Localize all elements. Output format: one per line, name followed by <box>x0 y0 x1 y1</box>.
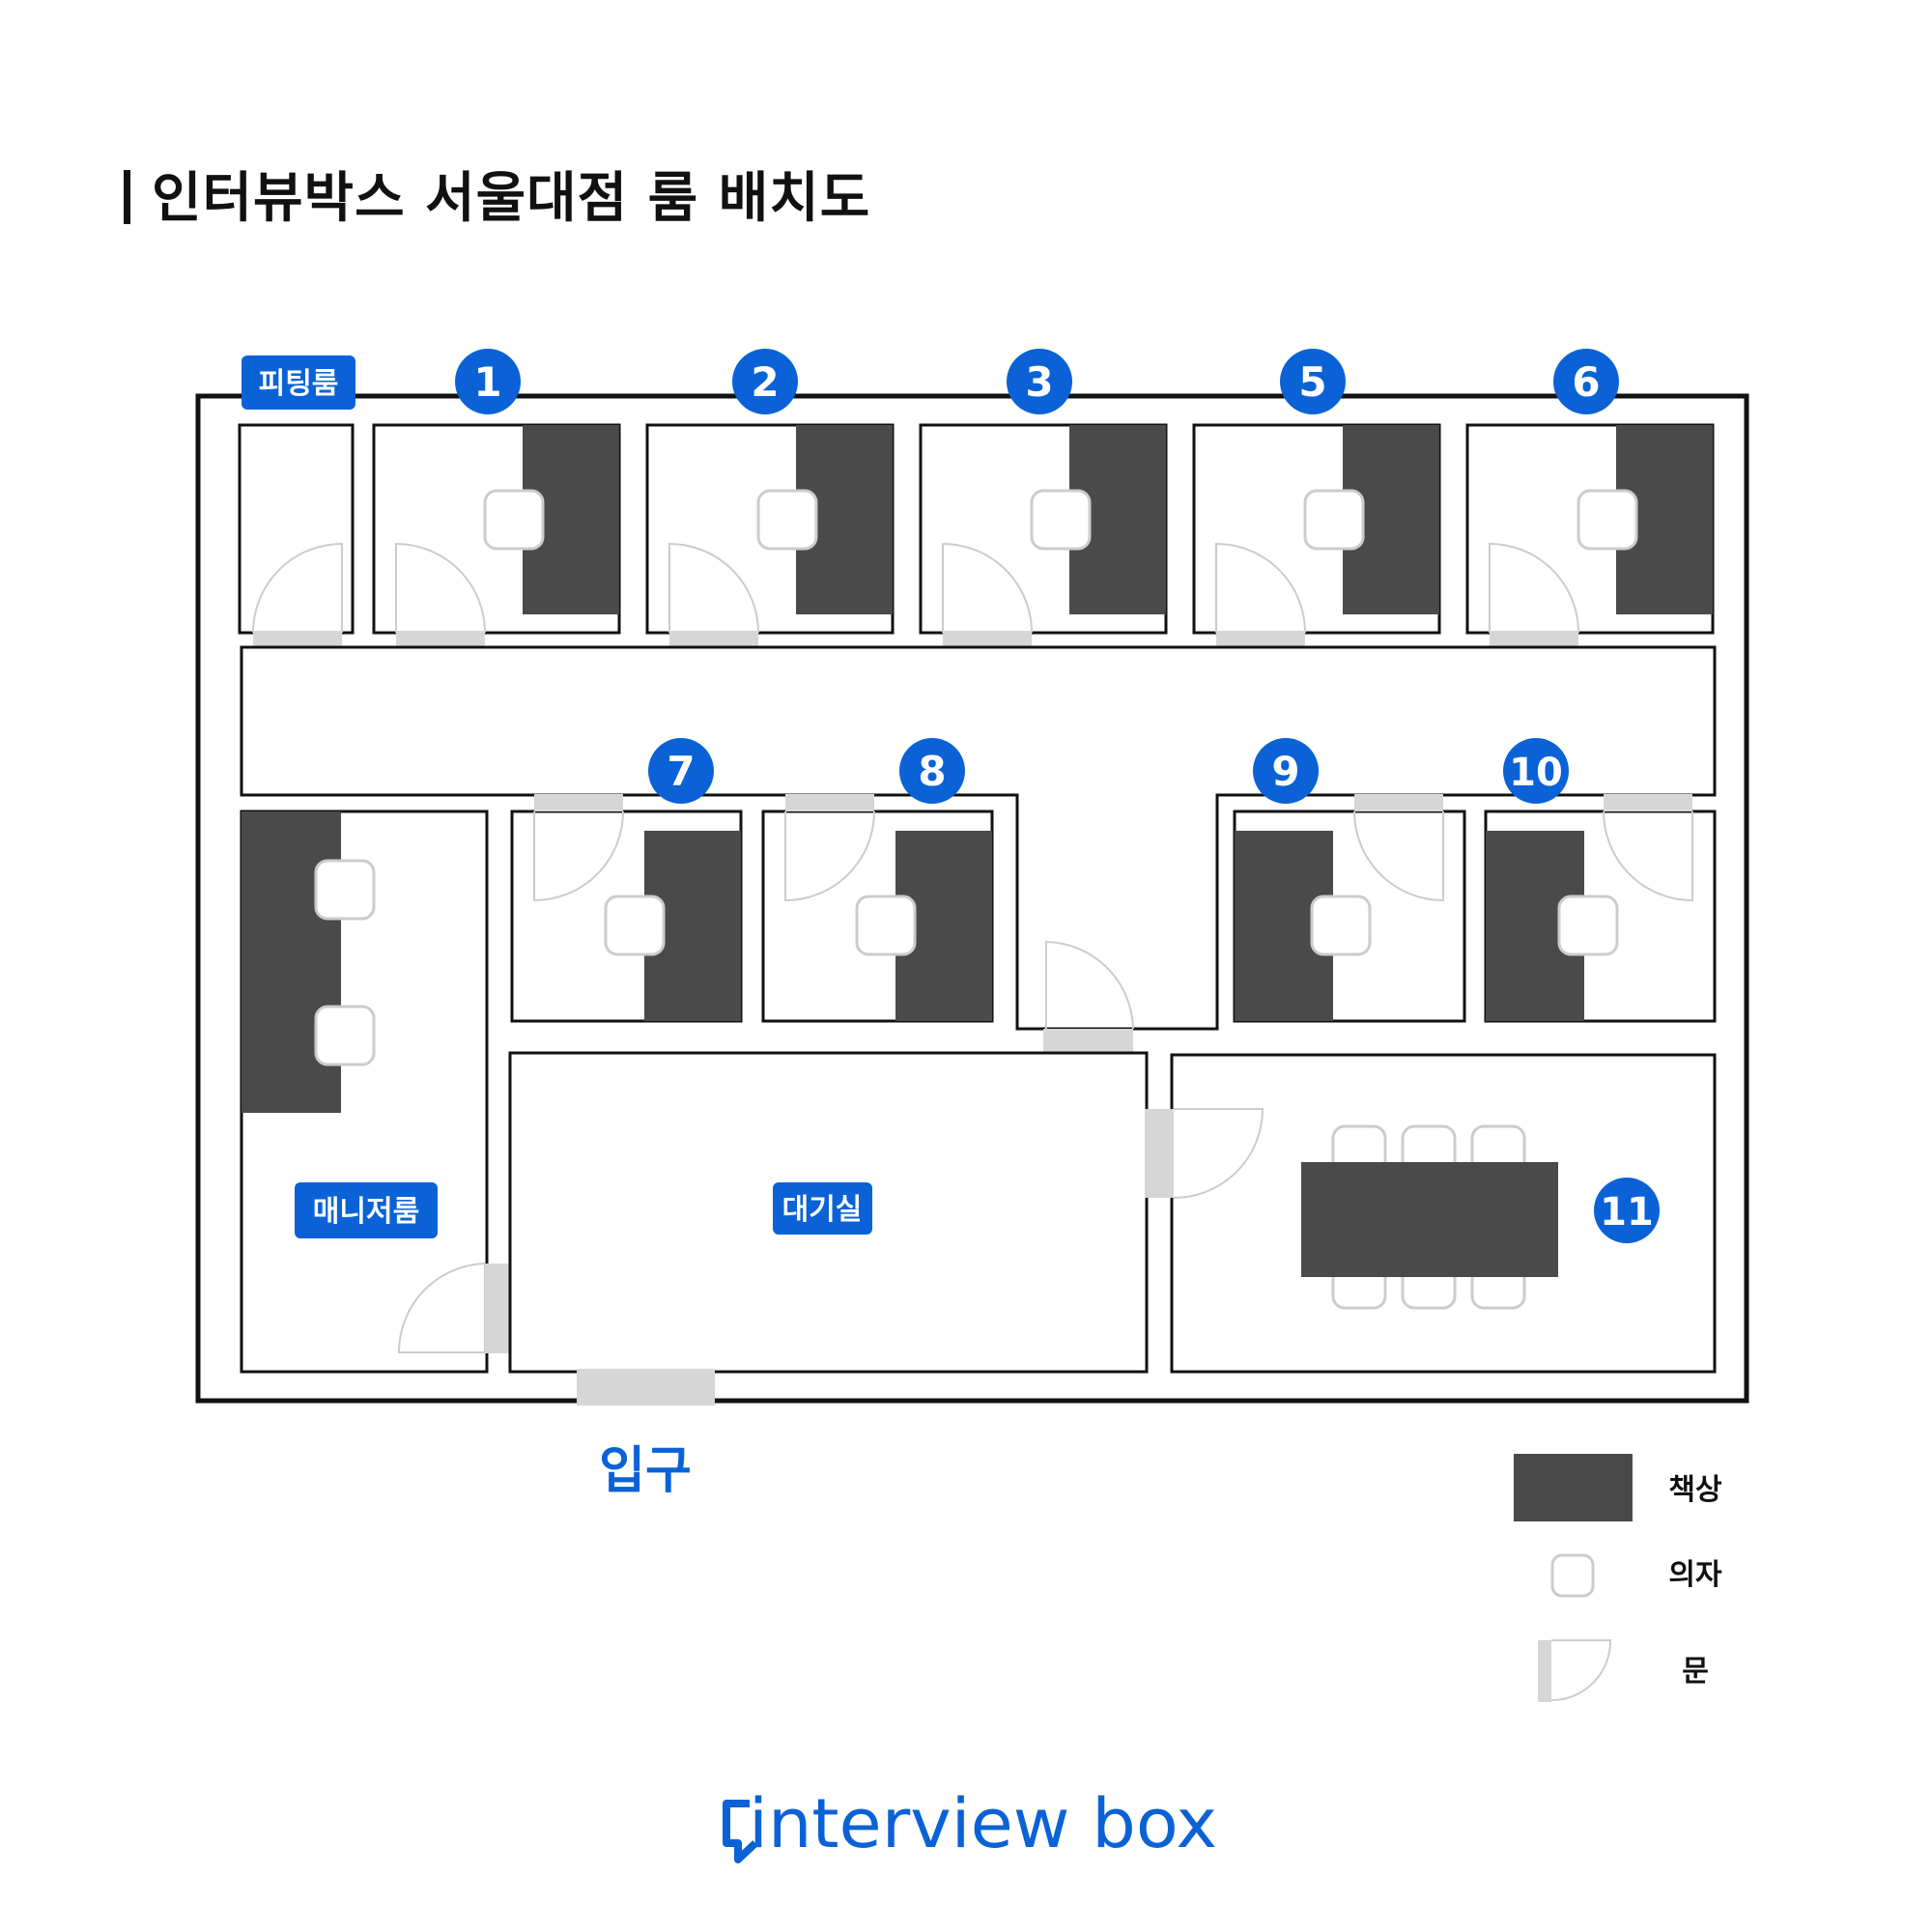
meeting-table <box>1301 1162 1558 1277</box>
legend-chair-icon <box>1550 1553 1595 1598</box>
legend: 책상 의자 문 <box>1514 1454 1722 1702</box>
legend-chair-label: 의자 <box>1668 1558 1722 1592</box>
svg-text:3: 3 <box>1025 358 1053 406</box>
label-fitting: 피팅룸 <box>242 355 355 410</box>
badge-room-5: 5 <box>1280 349 1346 414</box>
room-5[interactable] <box>1192 423 1441 648</box>
svg-text:대기실: 대기실 <box>782 1193 863 1227</box>
speech-bubble-icon <box>723 1800 758 1863</box>
svg-text:9: 9 <box>1271 748 1299 795</box>
title-bar <box>124 170 130 224</box>
svg-text:피팅룸: 피팅룸 <box>259 367 339 401</box>
svg-text:1: 1 <box>473 358 501 406</box>
badge-room-3: 3 <box>1007 349 1072 414</box>
room-3[interactable] <box>919 423 1168 648</box>
svg-text:8: 8 <box>918 748 946 795</box>
chair-icon <box>1303 489 1365 551</box>
label-waiting: 대기실 <box>773 1182 872 1235</box>
legend-desk-label: 책상 <box>1668 1473 1722 1507</box>
page-title: 인터뷰박스 서울대점 룸 배치도 <box>124 155 870 233</box>
corridor-door[interactable] <box>1043 940 1134 1054</box>
badge-room-1: 1 <box>455 349 521 414</box>
chair-icon <box>1030 489 1092 551</box>
badge-room-8: 8 <box>899 738 965 804</box>
room-fitting[interactable] <box>238 423 355 648</box>
chair-icon <box>604 895 666 956</box>
room-2[interactable] <box>645 423 895 648</box>
chair-icon <box>1310 895 1372 956</box>
chair-icon <box>483 489 545 551</box>
brand-logo: interview box <box>723 1784 1217 1863</box>
svg-text:2: 2 <box>751 358 779 406</box>
room-6[interactable] <box>1465 423 1715 648</box>
room-9[interactable] <box>1233 794 1466 1023</box>
chair-icon <box>756 489 818 551</box>
chair-icon <box>314 1005 376 1066</box>
badge-room-7: 7 <box>648 738 714 804</box>
room-8[interactable] <box>761 794 994 1023</box>
room-10[interactable] <box>1484 794 1717 1023</box>
badge-room-2: 2 <box>732 349 798 414</box>
badge-room-10: 10 <box>1503 738 1569 804</box>
svg-text:5: 5 <box>1298 358 1326 406</box>
page-title-text: 인터뷰박스 서울대점 룸 배치도 <box>152 167 871 230</box>
entrance-door[interactable] <box>577 1369 715 1406</box>
svg-text:11: 11 <box>1600 1190 1654 1235</box>
corridor-wall <box>240 645 1717 1031</box>
outer-wall <box>195 393 1749 1404</box>
legend-door-label: 문 <box>1682 1655 1709 1689</box>
entrance-label: 입구 <box>599 1442 692 1500</box>
svg-text:7: 7 <box>667 748 695 795</box>
legend-desk-swatch <box>1514 1454 1633 1521</box>
svg-text:interview box: interview box <box>749 1784 1217 1863</box>
room-manager[interactable] <box>240 810 511 1374</box>
badge-room-9: 9 <box>1253 738 1319 804</box>
svg-text:6: 6 <box>1572 358 1600 406</box>
badge-room-6: 6 <box>1553 349 1619 414</box>
badge-room-11: 11 <box>1594 1178 1660 1243</box>
chair-icon <box>1577 489 1638 551</box>
legend-door-icon <box>1538 1639 1612 1702</box>
chair-icon <box>1557 895 1619 956</box>
chair-icon <box>855 895 917 956</box>
room-1[interactable] <box>372 423 621 648</box>
desk <box>242 811 341 1113</box>
room-7[interactable] <box>510 794 743 1023</box>
label-manager: 매니저룸 <box>295 1182 438 1238</box>
chair-icon <box>314 859 376 921</box>
svg-text:10: 10 <box>1509 751 1563 795</box>
svg-text:매니저룸: 매니저룸 <box>313 1195 419 1229</box>
